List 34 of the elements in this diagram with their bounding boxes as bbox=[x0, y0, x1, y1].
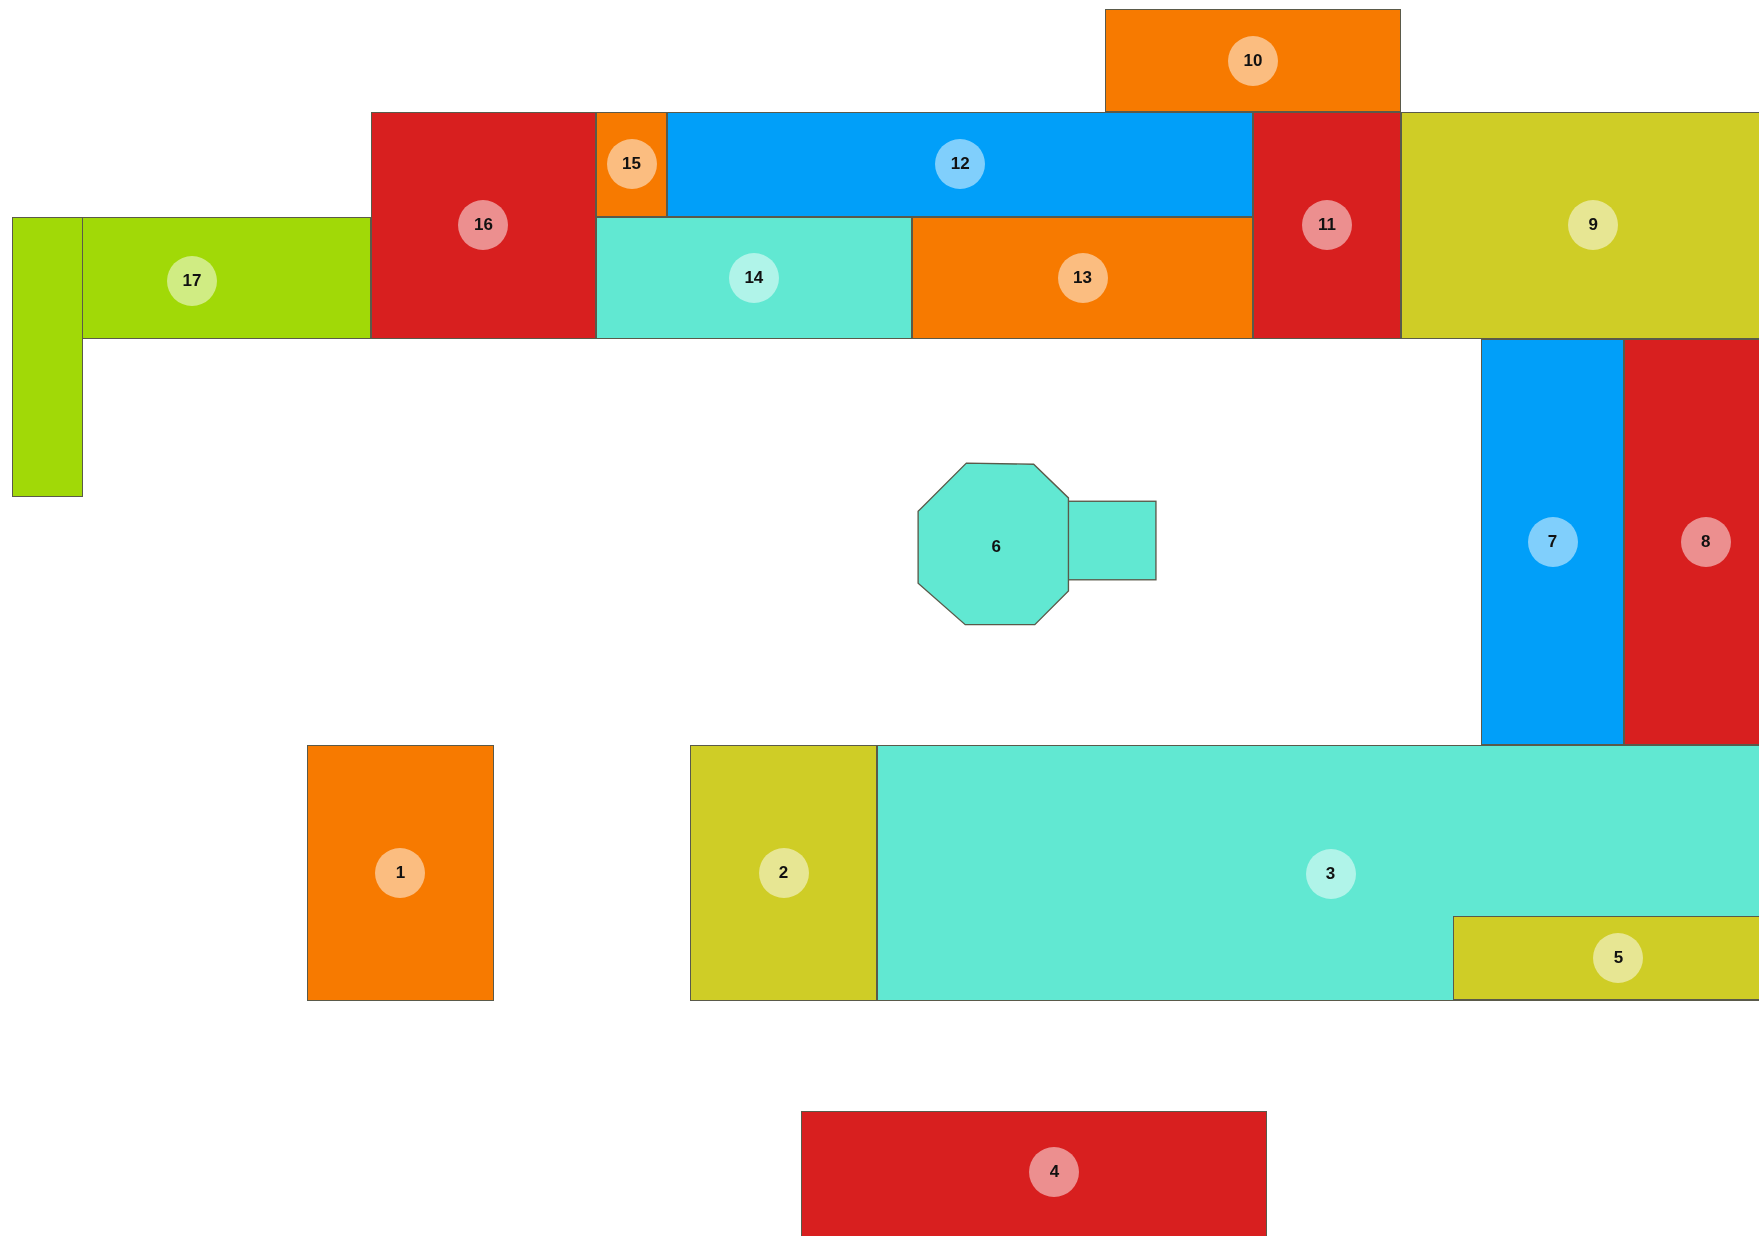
number-badge: 16 bbox=[458, 200, 509, 251]
room bbox=[877, 744, 1759, 1001]
number-badge: 14 bbox=[728, 252, 779, 303]
number-badge: 11 bbox=[1302, 200, 1353, 251]
room bbox=[1453, 916, 1759, 1001]
room bbox=[1104, 8, 1402, 113]
room bbox=[800, 1110, 1267, 1236]
number-badge: 4 bbox=[1029, 1147, 1080, 1198]
room bbox=[689, 744, 878, 1001]
number-badge: 15 bbox=[606, 139, 657, 190]
number-badge: 17 bbox=[167, 256, 218, 307]
room bbox=[371, 112, 596, 339]
room bbox=[667, 112, 1254, 217]
room bbox=[595, 216, 912, 339]
room-number: 6 bbox=[991, 537, 1001, 558]
number-badge: 8 bbox=[1680, 516, 1731, 567]
room bbox=[1480, 338, 1625, 745]
number-badge: 2 bbox=[758, 847, 809, 898]
room bbox=[595, 112, 668, 217]
number-badge: 7 bbox=[1527, 516, 1578, 567]
number-badge: 10 bbox=[1228, 35, 1279, 86]
number-badge: 9 bbox=[1568, 200, 1619, 251]
room bbox=[1401, 112, 1759, 339]
number-badge: 13 bbox=[1057, 252, 1108, 303]
number-badge: 1 bbox=[375, 847, 426, 898]
number-badge: 12 bbox=[935, 139, 986, 190]
room bbox=[81, 216, 372, 339]
wall-block bbox=[12, 216, 83, 497]
number-badge: 3 bbox=[1305, 848, 1356, 899]
room bbox=[1253, 112, 1402, 339]
room bbox=[1624, 338, 1759, 745]
room bbox=[307, 744, 494, 1001]
number-badge: 5 bbox=[1593, 933, 1644, 984]
room bbox=[912, 216, 1254, 339]
